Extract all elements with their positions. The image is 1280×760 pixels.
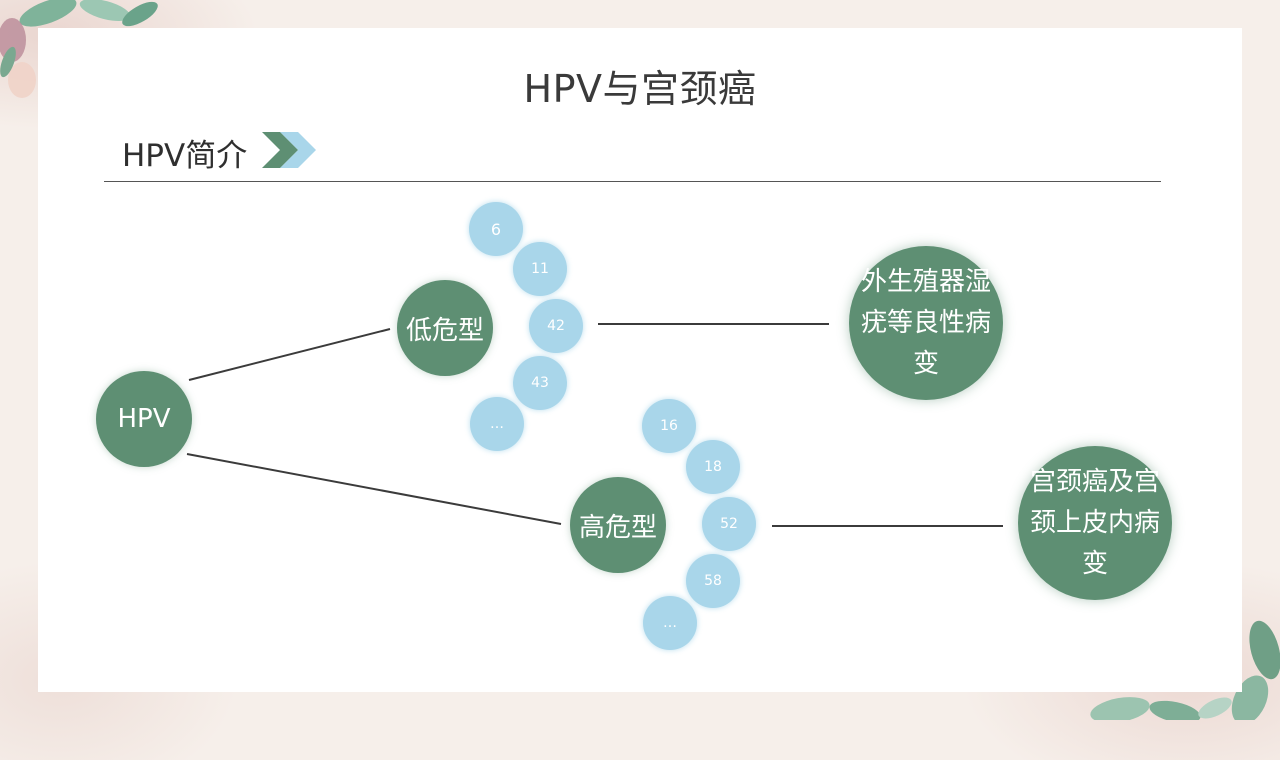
node-outcome-low-risk: 外生殖器湿疣等良性病变 xyxy=(849,246,1003,400)
type-bubble-high-18: 18 xyxy=(686,440,740,494)
type-bubble-high-58: 58 xyxy=(686,554,740,608)
node-low-risk: 低危型 xyxy=(397,280,493,376)
section-title: HPV简介 xyxy=(122,138,248,174)
node-high-risk: 高危型 xyxy=(570,477,666,573)
connector-lines xyxy=(186,323,1003,527)
type-bubble-high-more: … xyxy=(643,596,697,650)
type-bubble-low-43: 43 xyxy=(513,356,567,410)
node-outcome-high-risk: 宫颈癌及宫颈上皮内病变 xyxy=(1018,446,1172,600)
type-bubble-low-more: … xyxy=(470,397,524,451)
type-bubble-low-11: 11 xyxy=(513,242,567,296)
connector-root-to-low-risk xyxy=(188,328,391,381)
type-bubble-high-52: 52 xyxy=(702,497,756,551)
leaf-decoration-bottom-right-icon xyxy=(1090,620,1280,720)
page-title: HPV与宫颈癌 xyxy=(523,67,757,111)
leaf-decoration-top-left-icon xyxy=(0,0,158,98)
type-bubble-high-16: 16 xyxy=(642,399,696,453)
connector-root-to-high-risk xyxy=(186,453,562,525)
type-bubble-low-42: 42 xyxy=(529,299,583,353)
node-hpv: HPV xyxy=(96,371,192,467)
double-chevron-right-icon xyxy=(262,132,316,168)
type-bubble-low-6: 6 xyxy=(469,202,523,256)
header-divider xyxy=(104,181,1161,182)
